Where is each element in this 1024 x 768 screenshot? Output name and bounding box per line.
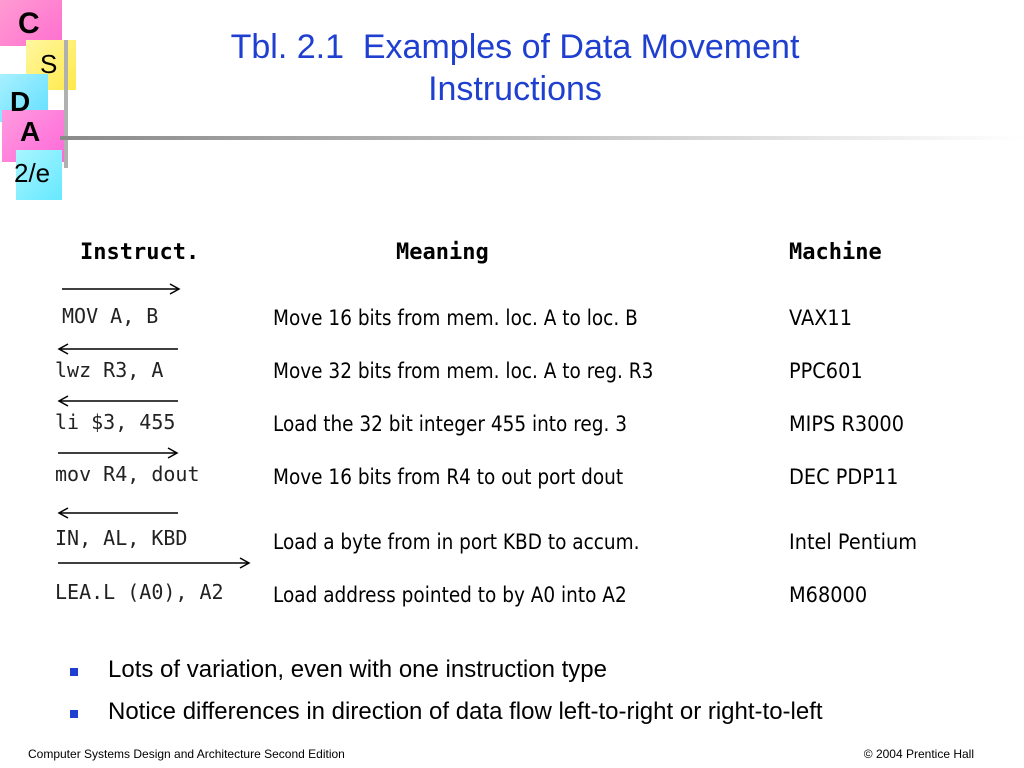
machine-row-2: PPC601: [789, 359, 863, 383]
instruction-lwz: lwz R3, A: [55, 358, 164, 382]
meaning-row-3: Load the 32 bit integer 455 into reg. 3: [273, 412, 628, 436]
machine-row-4: DEC PDP11: [789, 465, 899, 489]
meaning-row-1: Move 16 bits from mem. loc. A to loc. B: [273, 306, 638, 330]
machine-row-6: M68000: [789, 583, 868, 607]
logo-letter-a: A: [20, 116, 41, 147]
logo-square-c: [0, 0, 62, 46]
instruction-li: li $3, 455: [55, 410, 176, 434]
bullet-text: Notice differences in direction of data …: [108, 698, 823, 725]
instruction-mov-r4: mov R4, dout: [55, 462, 200, 486]
bullet-text: Lots of variation, even with one instruc…: [108, 656, 607, 683]
arrow-right-icon: [58, 447, 179, 459]
logo-square-e: [16, 150, 62, 200]
meaning-row-2: Move 32 bits from mem. loc. A to reg. R3: [273, 359, 654, 383]
meaning-row-5: Load a byte from in port KBD to accum.: [273, 530, 640, 554]
machine-row-5: Intel Pentium: [789, 530, 918, 554]
header-machine: Machine: [789, 240, 882, 265]
logo-letter-c: C: [18, 7, 40, 40]
logo-letter-s: S: [40, 49, 58, 79]
arrow-left-icon: [57, 343, 178, 355]
arrow-right-icon: [58, 557, 251, 569]
meaning-row-4: Move 16 bits from R4 to out port dout: [273, 465, 624, 489]
instruction-in: IN, AL, KBD: [55, 526, 188, 550]
logo-letter-d: D: [10, 86, 31, 117]
arrow-left-icon: [57, 395, 178, 407]
logo: C S D A 2/e: [0, 0, 80, 200]
machine-row-3: MIPS R3000: [789, 412, 905, 436]
bullet-square-icon: [70, 668, 78, 676]
meaning-row-6: Load address pointed to by A0 into A2: [273, 583, 627, 607]
machine-row-1: VAX11: [789, 306, 853, 330]
footer-left: Computer Systems Design and Architecture…: [28, 747, 345, 761]
instruction-mov-a-b: MOV A, B: [62, 304, 159, 328]
logo-edition: 2/e: [14, 158, 51, 188]
logo-vertical-rule: [64, 40, 68, 168]
slide-title-line-1: Tbl. 2.1 Examples of Data Movement: [230, 28, 800, 66]
slide-title: Tbl. 2.1 Examples of Data Movement Instr…: [140, 26, 890, 110]
bullet-square-icon: [70, 710, 78, 718]
slide-title-line-2: Instructions: [428, 70, 602, 108]
instruction-lea: LEA.L (A0), A2: [55, 580, 224, 604]
arrow-right-icon: [62, 283, 181, 295]
footer-right: © 2004 Prentice Hall: [863, 747, 974, 761]
header-instruct: Instruct.: [80, 240, 200, 265]
arrow-left-icon: [57, 507, 178, 519]
title-underline-rule: [60, 136, 1024, 140]
header-meaning: Meaning: [396, 240, 489, 265]
